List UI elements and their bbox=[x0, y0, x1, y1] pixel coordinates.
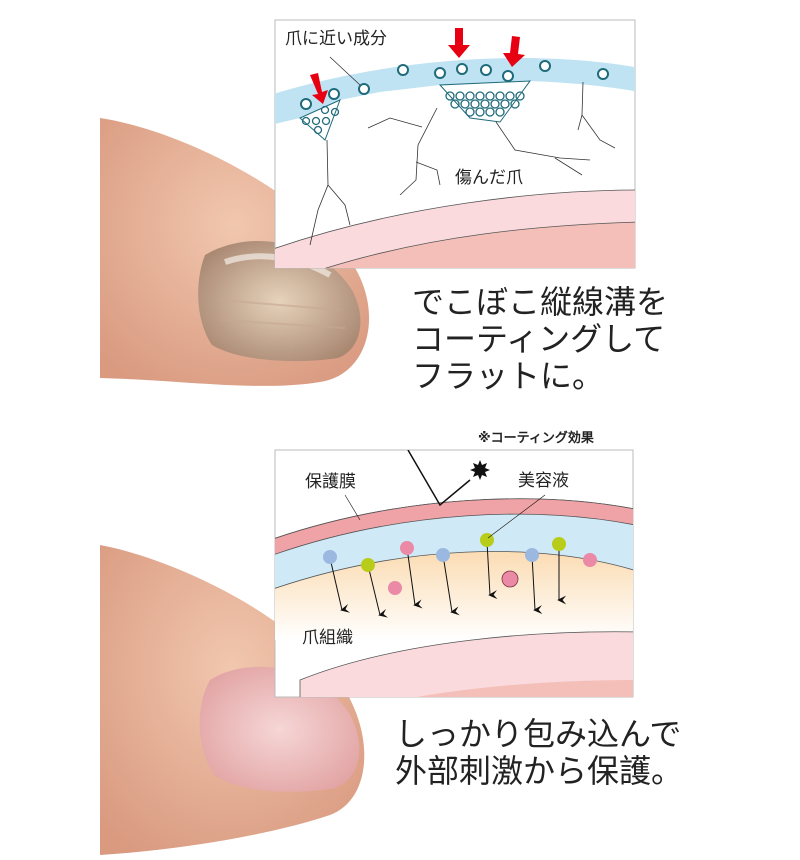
red-arrow-icon bbox=[310, 73, 328, 104]
healthy-nail bbox=[199, 666, 360, 792]
label-nail-tissue: 爪組織 bbox=[302, 628, 353, 648]
leader-lines bbox=[344, 450, 546, 539]
coating-protection-diagram: 保護膜 美容液 爪組織 bbox=[274, 449, 634, 698]
damaged-nail-diagram: 爪に近い成分 傷んだ爪 bbox=[274, 19, 636, 269]
caption-line-2: コーティングして bbox=[412, 320, 665, 358]
penetration-arrows bbox=[329, 541, 567, 618]
red-arrow-icon bbox=[503, 36, 525, 67]
filled-groove bbox=[438, 80, 532, 123]
red-arrows bbox=[310, 28, 525, 104]
label-protective-film: 保護膜 bbox=[305, 472, 356, 492]
caption-line-2: 外部刺激から保護。 bbox=[395, 752, 683, 790]
star-icon bbox=[470, 460, 490, 480]
serum-particles bbox=[323, 533, 597, 595]
damaged-nail-finger-photo bbox=[100, 118, 370, 386]
red-arrow-icon bbox=[448, 28, 470, 58]
caption-line-3: フラットに。 bbox=[412, 357, 604, 395]
label-serum: 美容液 bbox=[518, 471, 569, 491]
label-damaged-nail: 傷んだ爪 bbox=[455, 168, 523, 188]
label-ingredient: 爪に近い成分 bbox=[285, 29, 387, 49]
coating-effect-note: ※コーティング効果 bbox=[478, 430, 594, 446]
caption-line-1: しっかり包み込んで bbox=[395, 715, 681, 753]
crack-lines bbox=[309, 56, 616, 246]
protective-film bbox=[275, 498, 633, 555]
caption-line-1: でこぼこ縦線溝を bbox=[412, 283, 668, 321]
nail-tissue bbox=[275, 551, 633, 640]
healthy-nail-finger-photo bbox=[100, 545, 365, 855]
ingredient-particles bbox=[300, 60, 609, 110]
